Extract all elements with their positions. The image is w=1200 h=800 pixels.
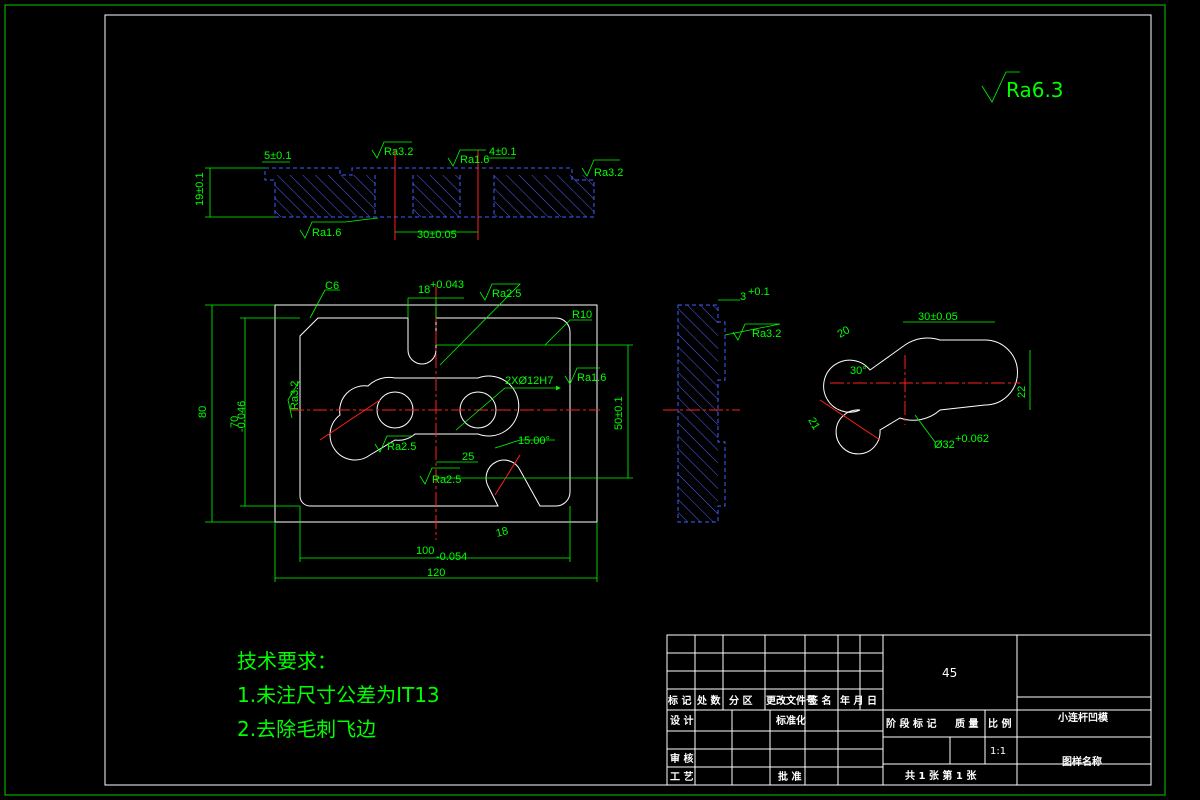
detail-view: 30±0.05 22 20 30° 21 Ø32 +0.062 bbox=[805, 311, 1031, 455]
svg-text:Ra3.2: Ra3.2 bbox=[384, 146, 413, 158]
tb-header-2: 分 区 bbox=[729, 694, 752, 707]
svg-text:30±0.05: 30±0.05 bbox=[918, 311, 958, 323]
technical-requirements: 技术要求： 1.未注尺寸公差为IT13 2.去除毛刺飞边 bbox=[237, 649, 440, 741]
svg-text:Ra3.2: Ra3.2 bbox=[594, 167, 623, 179]
svg-text:-0.054: -0.054 bbox=[436, 551, 467, 563]
svg-text:Ra6.3: Ra6.3 bbox=[1006, 78, 1064, 102]
svg-text:Ra1.6: Ra1.6 bbox=[460, 154, 489, 166]
tb-approve: 批 准 bbox=[778, 770, 801, 783]
tb-scale: 1:1 bbox=[990, 746, 1006, 757]
tb-stage-2: 比 例 bbox=[988, 717, 1011, 730]
svg-text:R10: R10 bbox=[572, 309, 592, 321]
tb-sheets: 共 1 张 第 1 张 bbox=[905, 769, 977, 782]
svg-text:Ra2.5: Ra2.5 bbox=[492, 288, 521, 300]
tb-header-0: 标 记 bbox=[667, 694, 691, 707]
svg-text:22: 22 bbox=[1016, 386, 1028, 398]
svg-text:25: 25 bbox=[462, 451, 474, 463]
svg-text:50±0.1: 50±0.1 bbox=[613, 396, 625, 430]
svg-text:15.00°: 15.00° bbox=[518, 435, 550, 447]
tb-review: 审 核 bbox=[670, 752, 693, 765]
svg-text:21: 21 bbox=[805, 416, 822, 433]
svg-text:100: 100 bbox=[416, 545, 434, 557]
svg-text:5±0.1: 5±0.1 bbox=[264, 150, 291, 162]
tb-standard: 标准化 bbox=[775, 714, 806, 727]
svg-text:2XØ12H7: 2XØ12H7 bbox=[505, 375, 553, 387]
svg-text:-0.046: -0.046 bbox=[236, 401, 248, 432]
svg-text:+0.043: +0.043 bbox=[430, 279, 464, 291]
svg-text:4±0.1: 4±0.1 bbox=[489, 146, 516, 158]
tb-header-5: 年 月 日 bbox=[840, 694, 877, 707]
tb-stage-1: 质 量 bbox=[955, 717, 978, 730]
svg-text:+0.1: +0.1 bbox=[748, 286, 770, 298]
top-section-view: 19±0.1 5±0.1 4±0.1 30±0.05 Ra3.2 Ra1.6 R… bbox=[194, 141, 623, 241]
svg-text:Ra2.5: Ra2.5 bbox=[432, 474, 461, 486]
requirements-title: 技术要求： bbox=[237, 649, 337, 673]
svg-text:Ra3.2: Ra3.2 bbox=[752, 328, 781, 340]
svg-text:3: 3 bbox=[740, 291, 746, 303]
tb-stage-0: 阶 段 标 记 bbox=[886, 717, 936, 730]
side-section-view: 3 +0.1 Ra3.2 bbox=[663, 286, 781, 523]
title-block: 标 记 处 数 分 区 更改文件号 签 名 年 月 日 设 计 标准化 审 核 … bbox=[666, 634, 1152, 786]
tb-material: 45 bbox=[942, 666, 957, 680]
tb-header-1: 处 数 bbox=[696, 694, 721, 707]
svg-text:20: 20 bbox=[836, 324, 853, 341]
svg-text:18: 18 bbox=[418, 284, 430, 296]
svg-text:Ra3.2: Ra3.2 bbox=[289, 381, 301, 410]
svg-text:120: 120 bbox=[427, 567, 445, 579]
svg-text:C6: C6 bbox=[325, 280, 339, 292]
svg-text:+0.062: +0.062 bbox=[955, 433, 989, 445]
svg-text:Ra1.6: Ra1.6 bbox=[577, 372, 606, 384]
tb-process: 工 艺 bbox=[670, 770, 693, 783]
svg-text:Ra2.5: Ra2.5 bbox=[387, 441, 416, 453]
plan-view: 80 70 -0.046 50±0.1 100 -0.054 120 18 +0… bbox=[197, 279, 633, 582]
tb-drawing-name: 图样名称 bbox=[1062, 755, 1102, 768]
inner-border bbox=[104, 14, 1152, 786]
svg-text:Ra1.6: Ra1.6 bbox=[312, 227, 341, 239]
svg-text:70: 70 bbox=[229, 416, 241, 428]
svg-text:Ø32: Ø32 bbox=[934, 439, 955, 451]
tb-design: 设 计 bbox=[670, 714, 693, 727]
tb-header-4: 签 名 bbox=[807, 694, 831, 707]
svg-text:30°: 30° bbox=[850, 365, 867, 377]
tb-part-name: 小连杆凹模 bbox=[1057, 711, 1109, 724]
requirement-1: 1.未注尺寸公差为IT13 bbox=[237, 683, 440, 707]
svg-text:18: 18 bbox=[495, 525, 510, 540]
svg-text:30±0.05: 30±0.05 bbox=[417, 229, 457, 241]
global-roughness-symbol: Ra6.3 bbox=[981, 71, 1064, 103]
requirement-2: 2.去除毛刺飞边 bbox=[237, 717, 376, 741]
svg-text:80: 80 bbox=[197, 406, 209, 418]
outer-border bbox=[4, 4, 1166, 796]
tb-header-3: 更改文件号 bbox=[766, 694, 816, 707]
svg-text:19±0.1: 19±0.1 bbox=[194, 172, 206, 206]
